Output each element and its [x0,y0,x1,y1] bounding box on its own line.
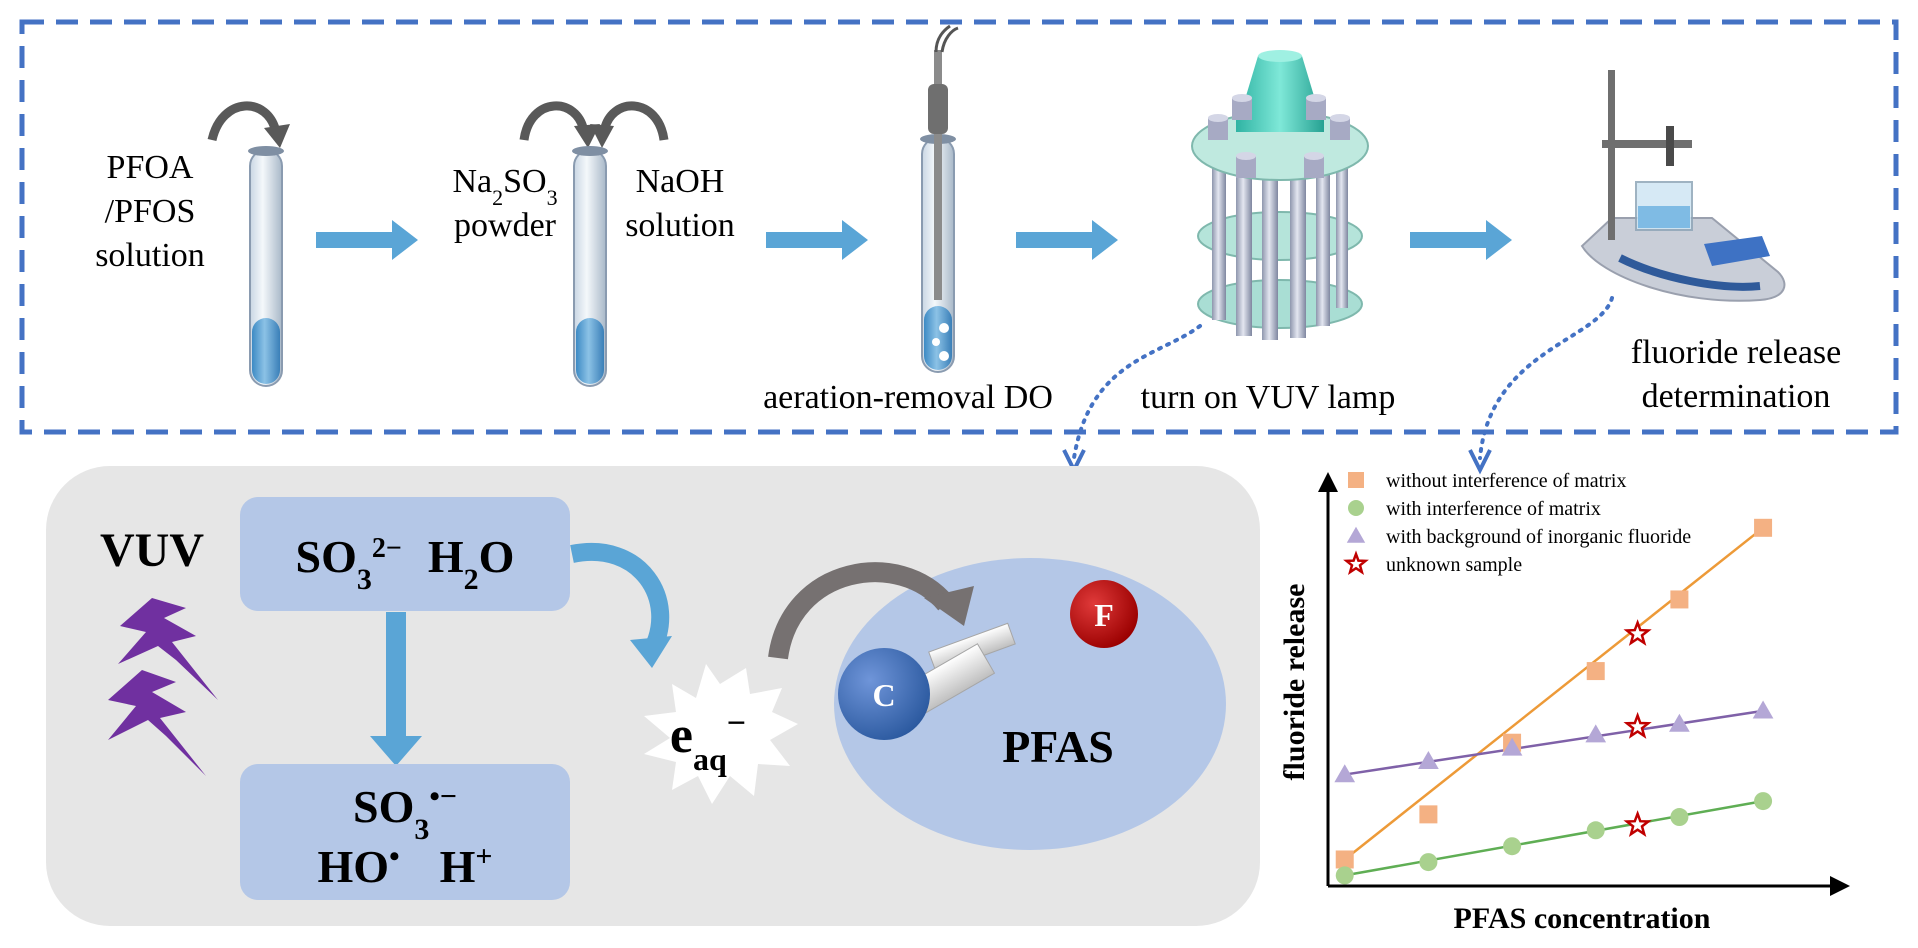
data-point-1-4 [1670,808,1689,827]
data-point-3-0 [1623,619,1652,646]
chart-legend: without interference of matrix with inter… [1343,470,1691,576]
flow-arrow-3-icon [1016,220,1118,260]
reagent-na2so3: Na2SO3 [452,163,557,210]
chart-series-lines [1343,526,1764,877]
calibration-chart: fluoride release PFAS concentration with… [1278,470,1850,935]
curved-arrow-right-icon [599,101,669,141]
workflow-border [19,19,1899,435]
legend-label-3: unknown sample [1386,554,1522,576]
data-point-0-5 [1754,518,1773,537]
x-axis-label: PFAS concentration [1454,902,1711,935]
arrowhead-icon [1830,876,1850,896]
arrowhead-icon [1468,449,1492,475]
product-box [240,764,570,900]
data-point-0-3 [1586,662,1605,681]
flow-arrow-2-icon [766,220,868,260]
legend-marker-0 [1348,472,1364,488]
product-formula-line1: SO3•− [353,780,457,846]
data-point-2-2 [1501,737,1523,756]
chart-markers [1334,518,1774,885]
step5-label: fluoride release determination [1631,334,1842,415]
data-point-2-5 [1752,700,1774,719]
curved-grey-arrow-icon [768,562,954,660]
legend-label-0: without interference of matrix [1386,470,1626,492]
arrowhead-icon [264,124,290,148]
arrowhead-icon [630,636,672,668]
test-tube-2-icon [572,146,608,387]
curved-arrow-icon [207,101,281,142]
data-point-2-0 [1334,764,1356,783]
series-line-2 [1344,709,1764,776]
data-point-1-1 [1419,853,1438,872]
arrowhead-icon [590,124,614,148]
data-point-2-3 [1585,724,1607,743]
fluoride-meter-icon [1580,70,1786,302]
svg-text:/PFOS: /PFOS [105,193,196,230]
legend-label-2: with background of inorganic fluoride [1386,526,1691,548]
step1-label: PFOA /PFOS solution [95,149,205,274]
legend-marker-3 [1343,550,1369,575]
data-point-1-5 [1754,792,1773,811]
electron-burst-icon [644,664,798,804]
reactant-formula: SO32−H2O [296,531,515,596]
dotted-connector-reactor [1072,324,1202,460]
vuv-reactor-icon [1191,50,1369,340]
curved-blue-arrow-icon [570,543,670,655]
vuv-label: VUV [100,524,204,577]
carbon-atom-icon [838,648,930,740]
data-point-1-3 [1586,821,1605,840]
svg-text:solution: solution [625,207,735,244]
down-arrow-icon [386,612,406,742]
fluorine-label: F [1094,597,1114,633]
lightning-bolt-icon [108,670,206,776]
solvated-electron: eaq− [670,705,746,778]
data-point-0-0 [1335,850,1354,869]
carbon-label: C [872,677,895,713]
arrowhead-icon [924,586,974,626]
series-line-0 [1343,526,1764,861]
arrowhead-icon [1318,472,1338,492]
data-point-2-1 [1418,750,1439,769]
legend-marker-1 [1348,500,1364,516]
reagent-naoh-label: NaOH solution [625,163,735,244]
svg-text:fluoride release: fluoride release [1631,334,1842,371]
data-point-3-2 [1623,810,1652,838]
product-formula-line2: HO•H+ [318,840,493,893]
data-point-1-0 [1335,866,1354,885]
flow-arrow-1-icon [316,220,418,260]
svg-text:PFOA: PFOA [107,149,194,186]
svg-text:solution: solution [95,237,205,274]
flow-arrow-4-icon [1410,220,1512,260]
data-point-2-4 [1669,713,1690,732]
data-point-3-1 [1623,711,1652,739]
curved-arrow-left-icon [519,101,589,141]
svg-text:determination: determination [1642,378,1831,415]
test-tube-1-icon [248,146,284,387]
legend-label-1: with interference of matrix [1386,498,1601,520]
pfas-label: PFAS [1002,721,1114,772]
arrowhead-icon [370,736,422,766]
series-line-1 [1344,799,1764,877]
aeration-tube-icon [920,24,959,373]
step3-label: aeration-removal DO [763,379,1053,416]
reactant-box [240,497,570,611]
lightning-bolt-icon [118,598,218,700]
reagent-powder-label: powder [454,207,557,244]
step4-label: turn on VUV lamp [1141,379,1396,416]
data-point-1-2 [1503,837,1522,856]
data-point-0-4 [1670,590,1689,609]
y-axis-label: fluoride release [1278,584,1311,781]
legend-marker-2 [1346,526,1366,543]
svg-text:NaOH: NaOH [636,163,725,200]
data-point-0-1 [1419,805,1438,824]
dotted-connector-meter [1478,296,1614,460]
fluorine-atom-icon [1070,580,1138,648]
